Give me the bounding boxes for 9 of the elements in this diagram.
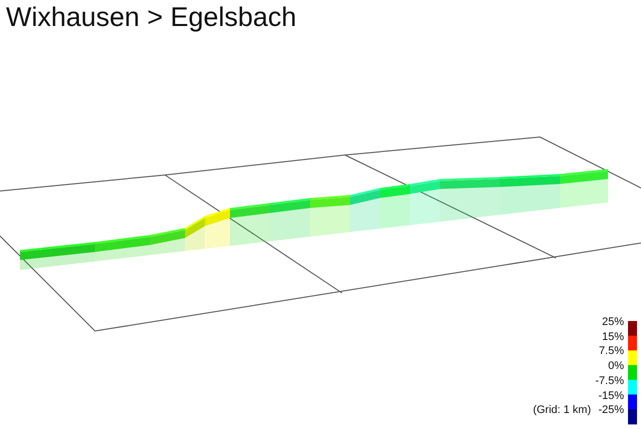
scale-label: -25%: [598, 404, 624, 416]
scale-label: -7.5%: [595, 374, 624, 387]
scale-label: 0%: [608, 360, 624, 372]
title: Wixhausen > Egelsbach: [6, 2, 296, 33]
grid-note: (Grid: 1 km): [532, 404, 591, 416]
scale-label: -15%: [598, 390, 624, 402]
scale-label: 25%: [602, 316, 624, 328]
scale-label: 15%: [602, 330, 624, 343]
scale-label: 7.5%: [598, 345, 624, 358]
